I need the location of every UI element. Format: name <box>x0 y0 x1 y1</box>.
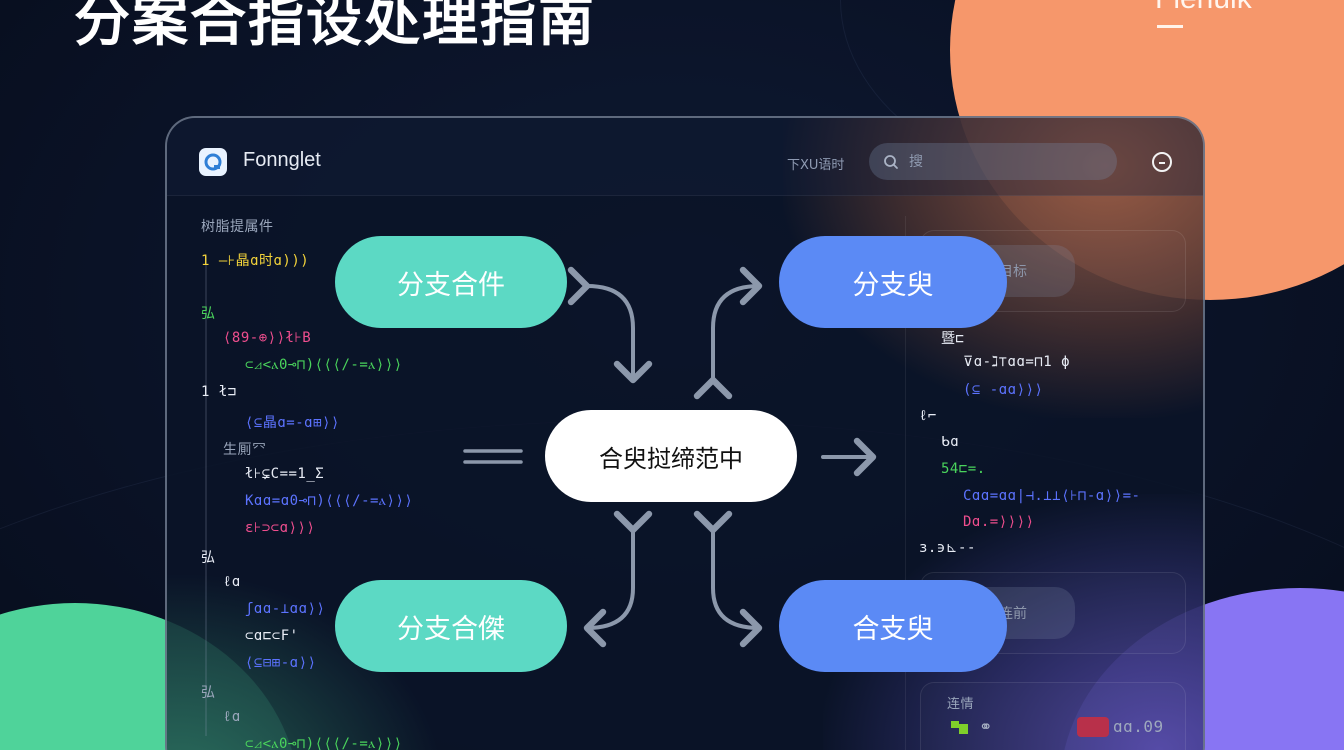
code-line: 生厠㓁 <box>223 442 267 458</box>
page-title: 分案合指设处理指南 <box>74 0 596 54</box>
title-meta-label[interactable]: 下XU语时 <box>787 158 845 173</box>
code-line: ℓɑ <box>223 574 241 590</box>
code-line: 暨⊏ <box>941 331 965 347</box>
search-input[interactable] <box>909 153 1089 170</box>
code-line: 54⊏=. <box>941 461 986 477</box>
indent-guide <box>205 256 207 736</box>
code-line: Kɑɑ=ɑ0⊸⊓)⟨⟨⟨/-=ⲁ⟩⟩⟩ <box>245 493 414 509</box>
code-line: ⊂⊿<ⲁ0⊸⊓)⟨⟨⟨/-=ⲁ⟩⟩⟩ <box>245 357 403 373</box>
diagram-node-bottom-left[interactable]: 分支合傑 <box>335 580 567 672</box>
brand-underline <box>1157 25 1183 28</box>
code-line: 1 ł⊐ <box>201 384 237 400</box>
search-icon <box>884 154 898 169</box>
diagram-node-center[interactable]: 合臾挝缔范中 <box>545 410 797 502</box>
diagram-node-top-left[interactable]: 分支合件 <box>335 236 567 328</box>
diagram-node-top-right[interactable]: 分支臾 <box>779 236 1007 328</box>
code-line: 1 —⊦晶ɑ时ɑ))) <box>201 253 310 269</box>
code-line: ʃɑɑ-⊥ɑɑ⟩⟩ <box>245 601 326 617</box>
code-line: ⊽ɑ-ℷ⊤ɑɑ=⊓1 ϕ <box>963 354 1071 370</box>
code-line: (⊆ -ɑɑ⟩⟩⟩ <box>963 382 1044 398</box>
code-line: ⊂⊿<ⲁ0⊸⊓)⟨⟨⟨/-=ⲁ⟩⟩⟩ <box>245 736 403 750</box>
code-line: ᑲɑ <box>941 434 960 450</box>
code-line: ⟨⊆晶ɑ=-ɑ⊞⟩⟩ <box>245 415 340 431</box>
code-line: ɜ.϶⊾-- <box>919 540 976 556</box>
code-line: ⟨89-⊕⟩⟩ł⊦B <box>223 330 312 346</box>
search-box[interactable] <box>869 143 1117 180</box>
code-line: ɛ⊦⊃⊂ɑ⟩⟩⟩ <box>245 520 316 536</box>
code-line: ⊂ɑ⊏⊂F' <box>245 628 299 644</box>
code-line: ⟨⊆⊟⊞-ɑ⟩⟩ <box>245 655 317 671</box>
code-line: ℓ⌐ <box>919 408 937 424</box>
code-line: Cɑɑ=ɑɑ|⊣.⊥⊥⟨⊦⊓-ɑ⟩⟩=- <box>963 488 1141 504</box>
code-pane-header: 树脂提属件 <box>201 219 274 235</box>
title-bar: Fonnglet 下XU语时 <box>167 118 1203 196</box>
code-line: ł⊦⊊C==1_Σ <box>245 466 325 482</box>
app-window: Fonnglet 下XU语时 树脂提属件 1 —⊦晶ɑ时ɑ))) 弘 ⟨89-⊕⟩⟩… <box>165 116 1205 750</box>
code-line: 弘 <box>201 685 216 701</box>
chat-bubble-logo-icon <box>199 148 227 176</box>
code-line: Dɑ.=⟩⟩⟩⟩ <box>963 514 1035 530</box>
brand-wordmark: Flenulk <box>1155 0 1252 16</box>
bottom-card-label: 连情 <box>947 697 975 712</box>
app-name: Fonnglet <box>243 149 321 171</box>
status-value: ɑɑ.09 <box>1113 717 1164 736</box>
bottom-card: 连情 ⚭ ɑɑ.09 <box>920 682 1186 750</box>
code-line: 弘 <box>201 306 216 322</box>
status-badge <box>1077 717 1109 737</box>
diagram-node-bottom-right[interactable]: 合支臾 <box>779 580 1007 672</box>
code-line: ℓɑ <box>223 709 241 725</box>
user-avatar-icon[interactable] <box>1150 150 1174 174</box>
plugin-icon <box>951 719 969 735</box>
link-icon[interactable]: ⚭ <box>979 717 993 736</box>
code-line: 弘 <box>201 550 216 566</box>
